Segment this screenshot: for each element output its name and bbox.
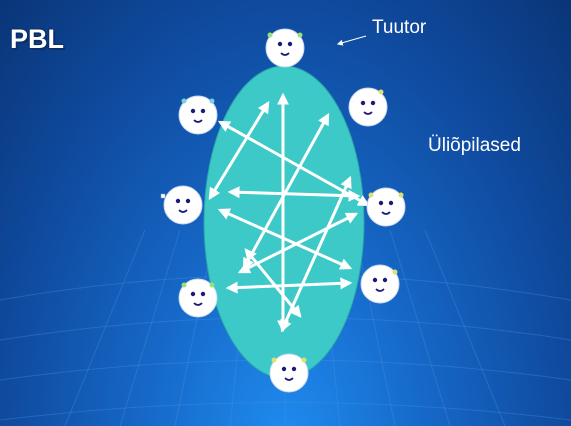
student-face-icon-5 <box>178 278 218 318</box>
tutor-label: Tuutor <box>372 17 427 38</box>
interaction-arrows <box>208 92 371 333</box>
student-face-icon-3 <box>160 185 203 225</box>
student-face-icon-1 <box>178 95 218 135</box>
student-face-icon-4 <box>366 187 406 227</box>
tutor-pointer-icon <box>336 35 367 46</box>
students-label: Üliõpilased <box>428 135 521 156</box>
student-face-icon-2 <box>348 87 388 127</box>
slide-title: PBL <box>10 24 64 54</box>
student-face-icon-6 <box>360 264 400 304</box>
arrow-left-upper-diagonal <box>208 100 270 201</box>
tutor-face-icon <box>265 28 305 68</box>
student-face-icon-7 <box>269 353 309 393</box>
arrow-lower-left-diagonal <box>244 248 302 318</box>
